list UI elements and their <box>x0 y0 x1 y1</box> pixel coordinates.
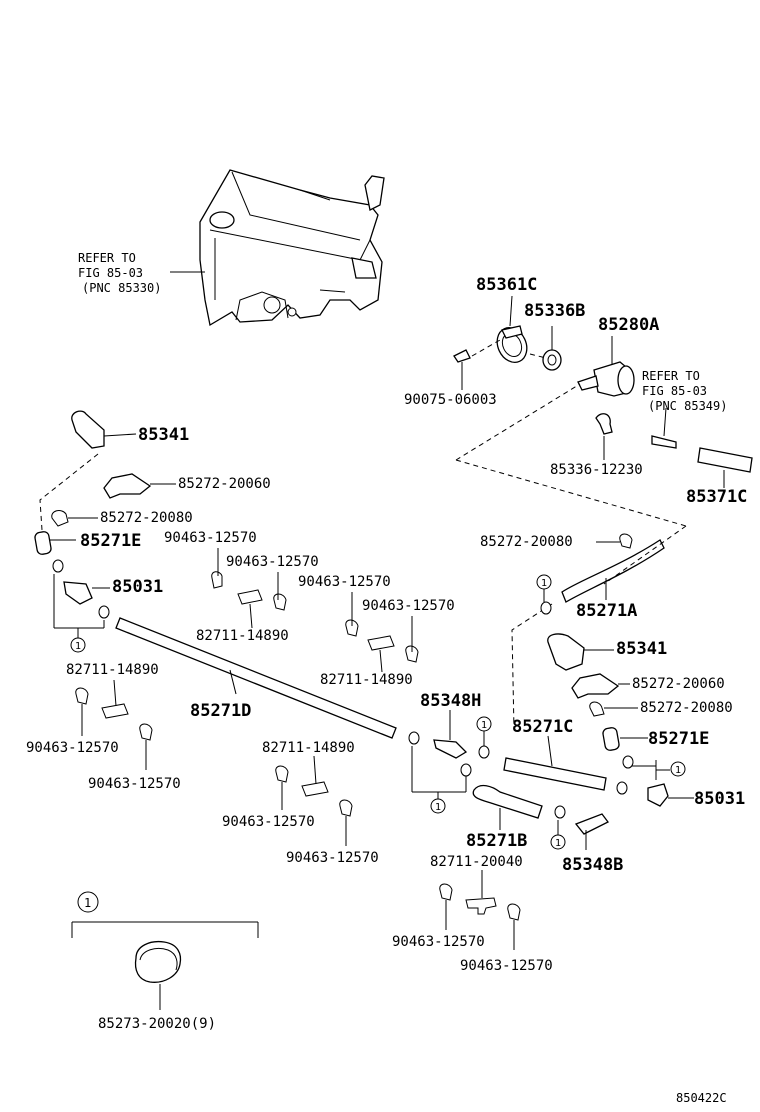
label-82711-14890-d: 82711-14890 <box>262 740 355 756</box>
callout-marker-1a: 1 <box>75 641 81 652</box>
label-85371C: 85371C <box>686 487 747 507</box>
label-85271E-right: 85271E <box>648 729 709 749</box>
right-joint-85031: 1 <box>616 755 694 807</box>
figure-id: 850422C <box>676 1091 727 1105</box>
callout-marker-1d: 1 <box>541 578 547 589</box>
pump-refer-line1: REFER TO <box>642 369 700 383</box>
label-85031-right: 85031 <box>694 789 745 809</box>
label-85272-20080-right: 85272-20080 <box>640 700 733 716</box>
label-85271D: 85271D <box>190 701 251 721</box>
label-90463-12570-h: 90463-12570 <box>286 850 379 866</box>
label-85348H: 85348H <box>420 691 481 711</box>
tank-refer-note: REFER TO FIG 85-03 (PNC 85330) <box>78 251 205 295</box>
label-90463-12570-f: 90463-12570 <box>88 776 181 792</box>
label-85341-right: 85341 <box>616 639 667 659</box>
connector-85348H-group: 1 1 <box>408 710 492 814</box>
hose-85271B: 1 <box>472 784 609 850</box>
label-85272-20060-left: 85272-20060 <box>178 476 271 492</box>
callout-marker-1b: 1 <box>435 802 441 813</box>
label-85271A: 85271A <box>576 601 637 621</box>
pump-refer-note: REFER TO FIG 85-03 (PNC 85349) <box>642 369 727 413</box>
label-85273-20020: 85273-20020(9) <box>98 1016 216 1032</box>
clamp-cluster-left <box>75 679 153 770</box>
label-90075-06003: 90075-06003 <box>404 392 497 408</box>
label-85341-left: 85341 <box>138 425 189 445</box>
label-85272-20060-right: 85272-20060 <box>632 676 725 692</box>
left-nozzle-group: 1 <box>34 410 176 653</box>
label-85271C: 85271C <box>512 717 573 737</box>
pump-refer-line3: (PNC 85349) <box>648 399 727 413</box>
label-85031-left: 85031 <box>112 577 163 597</box>
clamp-cluster-bottom <box>439 870 521 950</box>
label-85336-12230: 85336-12230 <box>550 462 643 478</box>
label-90463-12570-a: 90463-12570 <box>164 530 257 546</box>
label-85271E-left: 85271E <box>80 531 141 551</box>
label-90463-12570-e: 90463-12570 <box>26 740 119 756</box>
callout-legend: 1 <box>71 891 259 1010</box>
pump-group <box>453 295 753 527</box>
tank-refer-line1: REFER TO <box>78 251 136 265</box>
clamp-cluster-upper <box>211 548 419 673</box>
tank-refer-line3: (PNC 85330) <box>82 281 161 295</box>
callout-marker-1f: 1 <box>555 838 561 849</box>
label-85361C: 85361C <box>476 275 537 295</box>
label-82711-20040: 82711-20040 <box>430 854 523 870</box>
label-85336B: 85336B <box>524 301 585 321</box>
callout-marker-1c: 1 <box>481 720 487 731</box>
label-90463-12570-d: 90463-12570 <box>362 598 455 614</box>
label-90463-12570-c: 90463-12570 <box>298 574 391 590</box>
right-hose-85271A: 1 <box>511 525 687 731</box>
label-90463-12570-g: 90463-12570 <box>222 814 315 830</box>
label-82711-14890-a: 82711-14890 <box>196 628 289 644</box>
clamp-cluster-center <box>275 755 353 846</box>
label-90463-12570-i: 90463-12570 <box>392 934 485 950</box>
label-82711-14890-b: 82711-14890 <box>320 672 413 688</box>
callout-marker-1e: 1 <box>675 765 681 776</box>
label-85280A: 85280A <box>598 315 659 335</box>
label-82711-14890-c: 82711-14890 <box>66 662 159 678</box>
label-85271B: 85271B <box>466 831 527 851</box>
pump-refer-line2: FIG 85-03 <box>642 384 707 398</box>
tank-refer-line2: FIG 85-03 <box>78 266 143 280</box>
legend-marker: 1 <box>84 896 91 910</box>
right-nozzle-group <box>547 633 648 751</box>
label-85272-20080-mid: 85272-20080 <box>480 534 573 550</box>
label-85348B: 85348B <box>562 855 623 875</box>
label-90463-12570-j: 90463-12570 <box>460 958 553 974</box>
washer-tank-illustration <box>199 169 385 327</box>
label-85272-20080-left: 85272-20080 <box>100 510 193 526</box>
hose-85271C <box>503 735 607 791</box>
hose-85271D <box>115 617 397 739</box>
label-90463-12570-b: 90463-12570 <box>226 554 319 570</box>
